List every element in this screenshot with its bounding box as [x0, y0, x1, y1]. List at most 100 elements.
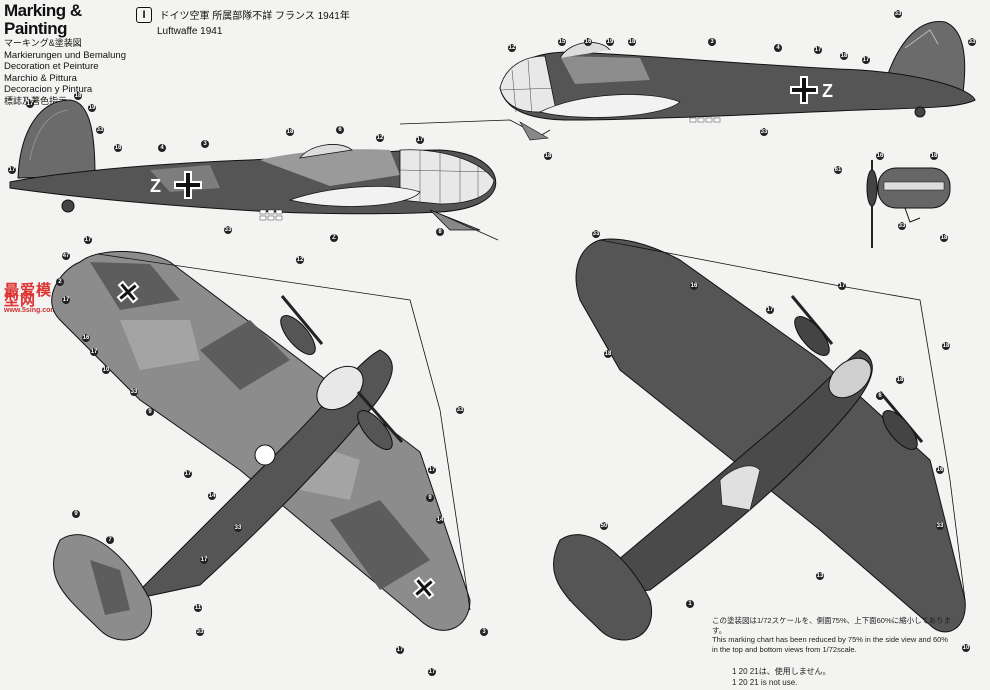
callout-number: 14 — [209, 493, 216, 499]
callout-number: 11 — [195, 605, 202, 611]
callout-number: 17 — [201, 557, 208, 563]
callout-marker — [208, 492, 216, 500]
callout-number: 16 — [691, 283, 698, 289]
callout-marker — [708, 38, 716, 46]
callout-marker — [766, 306, 774, 314]
subtitle-es: Decoracion y Pintura — [4, 84, 93, 95]
callout-marker — [146, 408, 154, 416]
callout-number: 3 — [203, 141, 207, 147]
callout-number: 33 — [895, 11, 902, 17]
callout-number: 17 — [767, 307, 774, 313]
callout-number: 61 — [835, 167, 842, 173]
callout-marker — [876, 392, 884, 400]
bottom-fuselage — [568, 349, 873, 601]
unused-decal-note: 1 20 21は、使用しません。 1 20 21 is not use. — [732, 666, 830, 688]
scheme-caption: I ドイツ空軍 所属部隊不詳 フランス 1941年 Luftwaffe 1941 — [136, 6, 376, 37]
callout-marker — [56, 278, 64, 286]
top-view — [51, 251, 471, 641]
callout-marker — [936, 466, 944, 474]
callout-number: 3 — [710, 39, 714, 45]
callout-number: 18 — [943, 343, 950, 349]
callout-number: 18 — [287, 129, 294, 135]
tail-fin-left — [17, 99, 96, 179]
callout-number: 33 — [457, 407, 464, 413]
callout-marker — [84, 236, 92, 244]
nose-glazing-left — [399, 149, 495, 205]
scheme-number-badge: I — [136, 6, 152, 23]
callout-number: 33 — [761, 129, 768, 135]
callout-marker — [930, 152, 938, 160]
callout-marker — [838, 282, 846, 290]
callout-marker — [106, 536, 114, 544]
side-view-left: Z — [9, 99, 499, 241]
scheme-caption-en: Luftwaffe 1941 — [157, 26, 223, 37]
callout-marker — [760, 128, 768, 136]
callout-marker — [102, 366, 110, 374]
callout-number: 33 — [969, 39, 976, 45]
top-cross-1 — [116, 280, 140, 304]
page-title: Marking & Painting — [4, 1, 82, 38]
callout-number: 15 — [559, 39, 566, 45]
callout-marker — [940, 234, 948, 242]
callout-marker — [62, 252, 70, 260]
side-view-right: Z — [399, 21, 976, 141]
callout-marker — [416, 136, 424, 144]
callout-marker — [88, 104, 96, 112]
callout-number: 18 — [941, 235, 948, 241]
callout-marker — [814, 46, 822, 54]
subtitle-jp: マーキング&塗装図 — [4, 38, 82, 48]
callout-marker — [336, 126, 344, 134]
bottom-view — [553, 238, 966, 641]
callout-marker — [296, 256, 304, 264]
unit-code-left: Z — [150, 176, 161, 196]
scheme-caption-jp: ドイツ空軍 所属部隊不詳 フランス 1941年 — [159, 11, 350, 23]
subtitle-fr: Decoration et Peinture — [4, 61, 99, 72]
callout-marker — [508, 44, 516, 52]
callout-number: 8 — [438, 229, 442, 235]
callout-number: 18 — [629, 39, 636, 45]
callout-marker — [114, 144, 122, 152]
scale-note-en: This marking chart has been reduced by 7… — [712, 635, 948, 654]
callout-number: 19 — [89, 105, 96, 111]
callout-marker — [544, 152, 552, 160]
callout-number: 17 — [27, 101, 34, 107]
balkenkreuz-left — [174, 171, 202, 199]
callout-marker — [894, 10, 902, 18]
callout-marker — [876, 152, 884, 160]
callout-marker — [962, 644, 970, 652]
subtitle-cn: 標誌及著色指示 — [4, 95, 68, 106]
callout-number: Z — [332, 235, 336, 241]
callout-marker — [194, 604, 202, 612]
callout-marker — [428, 466, 436, 474]
callout-marker — [426, 494, 434, 502]
callout-number: 9 — [148, 409, 152, 415]
callout-number: 33 — [593, 231, 600, 237]
callout-number: 33 — [197, 629, 204, 635]
callout-number: 18 — [605, 351, 612, 357]
front-view — [866, 160, 951, 248]
callout-number: 33 — [97, 127, 104, 133]
subtitle-it: Marchio & Pittura — [4, 72, 77, 84]
callout-number: 6 — [338, 127, 342, 133]
nose-glazing-right — [499, 55, 557, 113]
callout-number: 17 — [85, 237, 92, 243]
callout-number: 33 — [899, 223, 906, 229]
callout-number: 12 — [377, 135, 384, 141]
callout-number: 6 — [878, 393, 882, 399]
callout-marker — [968, 38, 976, 46]
callout-number: 33 — [225, 227, 232, 233]
watermark-url: www.5sing.com.cn — [4, 307, 67, 314]
callout-marker — [862, 56, 870, 64]
balkenkreuz-right — [790, 76, 818, 104]
callout-marker — [82, 334, 90, 342]
callout-marker — [196, 628, 204, 636]
callout-marker — [456, 406, 464, 414]
callout-marker — [834, 166, 842, 174]
top-cross-2 — [412, 576, 436, 600]
callout-number: 17 — [397, 647, 404, 653]
callout-marker — [436, 228, 444, 236]
callout-number: 33 — [131, 389, 138, 395]
callout-marker — [234, 524, 242, 532]
